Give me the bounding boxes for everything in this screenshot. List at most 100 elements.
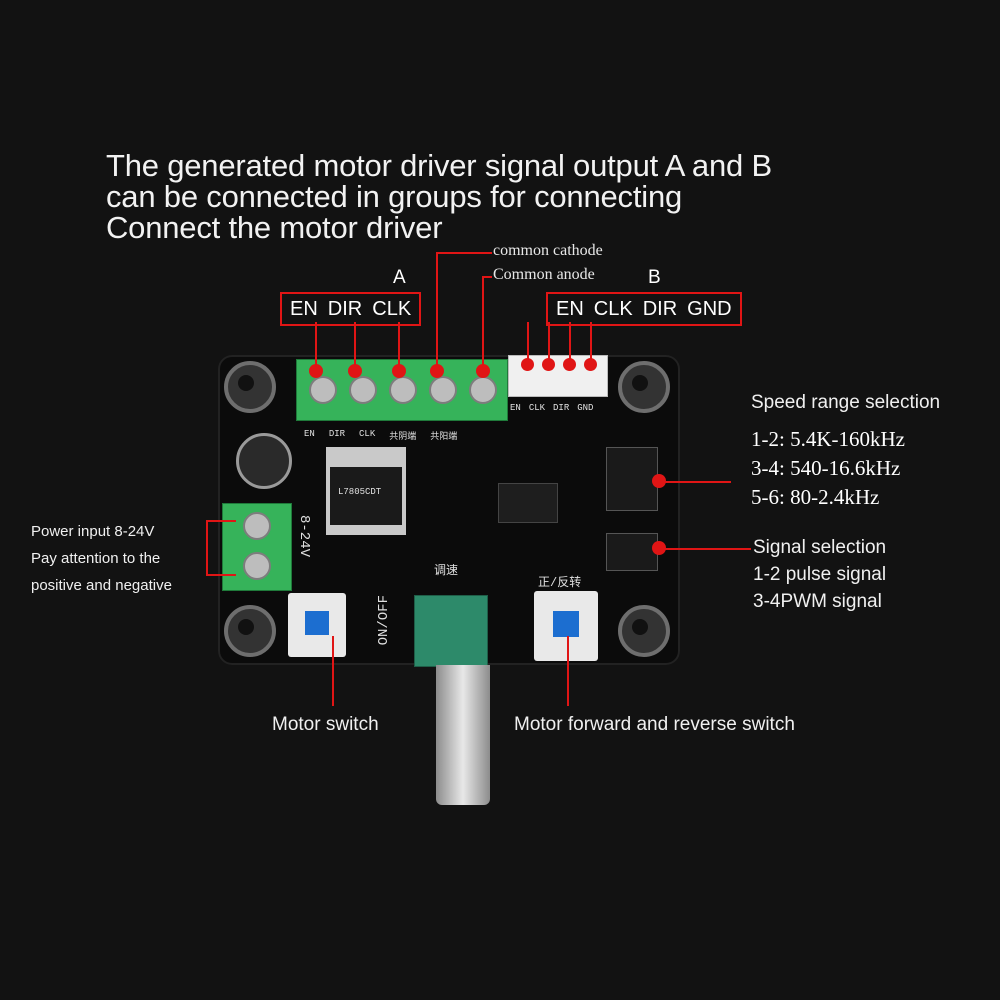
silk-dir: DIR [328, 429, 346, 439]
power-screw-negative [243, 552, 271, 580]
group-a-pin-clk: CLK [372, 297, 412, 320]
mount-hole-top-left [224, 361, 276, 413]
motor-switch-cap [305, 611, 329, 635]
dot-a-clk [392, 364, 406, 378]
line-power-top [206, 520, 236, 522]
dot-anode [476, 364, 490, 378]
pcb-board: EN DIR CLK 共阴端 共阳端 EN CLK DIR GND L7805C… [218, 355, 680, 667]
regulator-marking: L7805CDT [338, 487, 382, 497]
mount-hole-bottom-left [224, 605, 276, 657]
silk-b-clk: CLK [528, 403, 546, 413]
headline-line-1: The generated motor driver signal output… [106, 148, 772, 183]
line-b-en [527, 322, 529, 364]
terminal-screw-anode [469, 376, 497, 404]
headline-line-3: Connect the motor driver [106, 210, 443, 245]
line-b-clk [548, 322, 550, 364]
power-terminal-block [222, 503, 292, 591]
line-a-dir [354, 322, 356, 370]
group-b-pin-en: EN [556, 297, 584, 320]
dot-a-dir [348, 364, 362, 378]
power-screw-positive [243, 512, 271, 540]
silk-en: EN [304, 429, 315, 439]
headline: The generated motor driver signal output… [106, 150, 772, 243]
electrolytic-capacitor [236, 433, 292, 489]
signal-selection-3-4: 3-4PWM signal [753, 591, 882, 612]
speed-range-list: 1-2: 5.4K-160kHz 3-4: 540-16.6kHz 5-6: 8… [751, 425, 905, 512]
silk-cathode: 共阴端 [389, 432, 417, 442]
line-anode-horizontal [482, 276, 492, 278]
line-power-bottom [206, 574, 236, 576]
line-a-clk [398, 322, 400, 370]
speed-silkscreen: 调速 [434, 564, 459, 578]
mount-hole-bottom-right [618, 605, 670, 657]
terminal-screw-dir [349, 376, 377, 404]
group-b-pin-gnd: GND [687, 297, 732, 320]
silk-anode: 共阳端 [430, 432, 458, 442]
dot-b-gnd [584, 358, 597, 371]
common-anode-label: Common anode [493, 266, 595, 283]
voltage-silkscreen: 8-24V [296, 515, 312, 558]
speed-range-title: Speed range selection [751, 392, 941, 413]
onoff-silkscreen: ON/OFF [376, 595, 392, 646]
dot-signal [652, 541, 666, 555]
terminal-screw-en [309, 376, 337, 404]
power-input-line-3: positive and negative [31, 577, 172, 594]
terminal-silkscreen: EN DIR CLK 共阴端 共阳端 [304, 429, 457, 442]
line-power-bracket [206, 520, 208, 576]
line-a-en [315, 322, 317, 370]
group-a-pin-en: EN [290, 297, 318, 320]
dot-speed [652, 474, 666, 488]
direction-switch-cap [553, 611, 579, 637]
group-a-pin-dir: DIR [327, 297, 363, 320]
direction-silkscreen: 正/反转 [538, 576, 582, 590]
line-anode-vertical [482, 276, 484, 370]
silk-clk: CLK [359, 429, 376, 439]
line-b-dir [569, 322, 571, 364]
dot-b-clk [542, 358, 555, 371]
motor-switch-button[interactable] [288, 593, 346, 657]
group-b-pin-dir: DIR [642, 297, 678, 320]
group-b-box: EN CLK DIR GND [546, 292, 742, 326]
headline-line-2: can be connected in groups for connectin… [106, 179, 683, 214]
group-b-letter: B [648, 267, 661, 288]
group-b-pin-clk: CLK [593, 297, 633, 320]
dot-cathode [430, 364, 444, 378]
line-direction-switch [567, 636, 569, 706]
ic-chip [498, 483, 558, 523]
line-b-gnd [590, 322, 592, 364]
line-signal [659, 548, 751, 550]
motor-switch-label: Motor switch [272, 714, 379, 735]
direction-switch-button[interactable] [534, 591, 598, 661]
common-cathode-label: common cathode [493, 242, 603, 259]
group-a-letter: A [393, 267, 406, 288]
mount-hole-top-right [618, 361, 670, 413]
signal-selection-1-2: 1-2 pulse signal [753, 564, 887, 585]
signal-jumper-header[interactable] [606, 533, 658, 571]
silk-b-gnd: GND [577, 403, 594, 413]
dot-b-dir [563, 358, 576, 371]
line-speed [659, 481, 731, 483]
header-silkscreen: EN CLK DIR GND [510, 403, 593, 413]
forward-reverse-label: Motor forward and reverse switch [514, 714, 795, 735]
line-cathode-vertical [436, 252, 438, 370]
silk-b-dir: DIR [553, 403, 570, 413]
terminal-screw-clk [389, 376, 417, 404]
line-cathode-horizontal [436, 252, 492, 254]
speed-range-1-2: 1-2: 5.4K-160kHz [751, 427, 905, 451]
power-input-note: Power input 8-24V Pay attention to the p… [31, 518, 172, 599]
group-a-box: EN DIR CLK [280, 292, 422, 326]
speed-potentiometer[interactable] [414, 595, 488, 667]
line-motor-switch [332, 636, 334, 706]
potentiometer-shaft[interactable] [436, 665, 490, 805]
speed-jumper-header[interactable] [606, 447, 658, 511]
terminal-screw-cathode [429, 376, 457, 404]
voltage-regulator: L7805CDT [330, 467, 402, 525]
power-input-line-1: Power input 8-24V [31, 523, 155, 540]
speed-range-5-6: 5-6: 80-2.4kHz [751, 485, 880, 509]
signal-selection-title: Signal selection [753, 537, 887, 558]
dot-a-en [309, 364, 323, 378]
dot-b-en [521, 358, 534, 371]
silk-b-en: EN [510, 403, 521, 413]
power-input-line-2: Pay attention to the [31, 550, 161, 567]
speed-range-3-4: 3-4: 540-16.6kHz [751, 456, 901, 480]
